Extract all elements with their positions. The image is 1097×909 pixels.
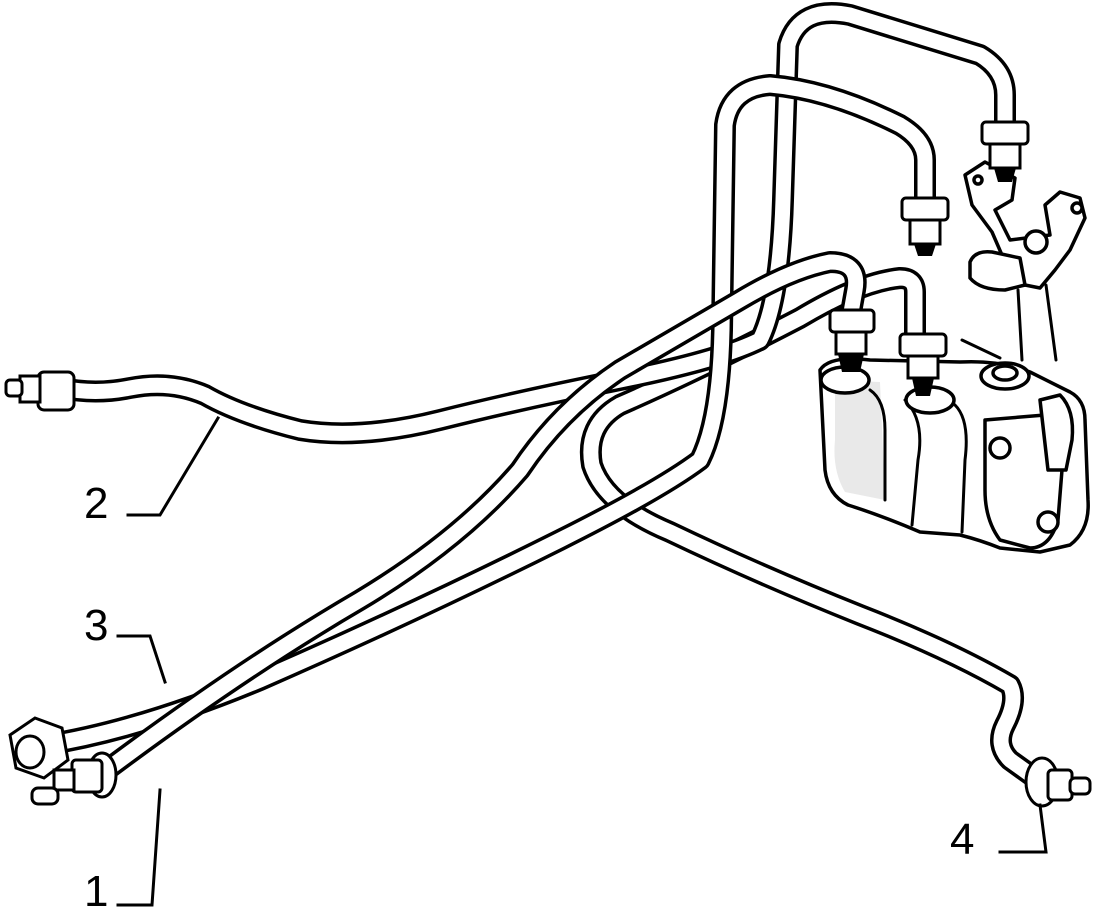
injector-nozzle-end-2 (4, 370, 76, 412)
pipe-fitting-nut-front-right (898, 332, 948, 396)
pipe-fitting-nut-top-right (980, 120, 1030, 182)
pipe-fitting-nut-top-middle (900, 196, 950, 256)
pump-bracket-lever (960, 160, 1087, 362)
pipe-fitting-nut-front-left (828, 308, 876, 372)
callout-4: 4 (950, 815, 974, 864)
leader-1 (116, 788, 162, 907)
callout-2: 2 (84, 479, 108, 528)
injector-nozzle-end-4 (1024, 756, 1092, 808)
leader-4 (998, 803, 1048, 854)
leader-3 (116, 634, 167, 684)
fuel-pipe-2 (51, 2, 1016, 445)
callout-3: 3 (84, 601, 108, 650)
injection-pump-body (818, 357, 1090, 554)
fuel-pipe-3 (34, 74, 936, 756)
callout-1: 1 (84, 867, 108, 909)
pipe-fitting-nut-3 (8, 716, 70, 780)
injector-nozzle-end-1 (30, 751, 118, 806)
leader-2 (126, 415, 221, 517)
fuel-pipe-1 (89, 251, 867, 786)
